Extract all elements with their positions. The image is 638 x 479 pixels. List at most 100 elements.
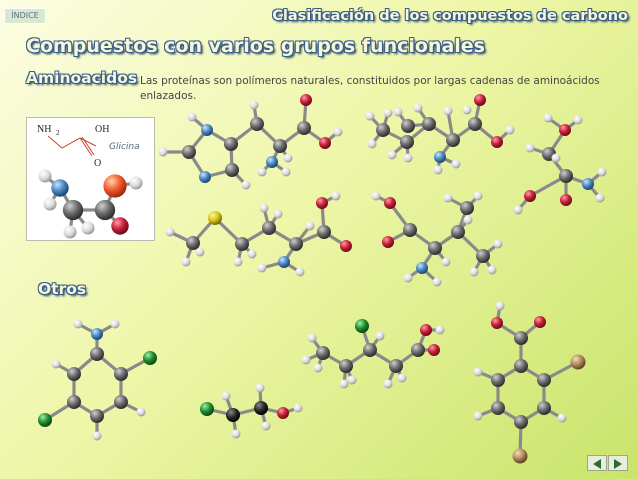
hydrogen-atom — [81, 221, 95, 235]
formula-oh: OH — [95, 124, 109, 135]
hydrogen-atom — [375, 331, 385, 341]
hydrogen-atom — [181, 257, 191, 267]
nitrogen-atom — [91, 328, 103, 340]
hydrogen-atom — [255, 383, 265, 393]
oxygen-atom — [111, 217, 129, 235]
carbon-atom — [446, 133, 460, 147]
hydrogen-atom — [397, 373, 407, 383]
hydrogen-atom — [43, 197, 57, 211]
hydrogen-atom — [463, 215, 473, 225]
carbon-atom — [182, 145, 196, 159]
carbon-atom — [67, 395, 81, 409]
hydrogen-atom — [525, 143, 535, 153]
hydrogen-atom — [473, 367, 483, 377]
chlorine-atom — [143, 351, 157, 365]
oxygen-atom — [428, 344, 440, 356]
hydrogen-atom — [331, 191, 341, 201]
carbon-atom — [316, 346, 330, 360]
hydrogen-atom — [367, 139, 377, 149]
next-button[interactable] — [608, 455, 628, 471]
hydrogen-atom — [597, 167, 607, 177]
hydrogen-atom — [261, 421, 271, 431]
chlorine-atom — [38, 413, 52, 427]
hydrogen-atom — [129, 176, 143, 190]
carbon-atom — [403, 223, 417, 237]
oxygen-atom — [384, 197, 396, 209]
hydrogen-atom — [233, 257, 243, 267]
oxygen-atom — [316, 197, 328, 209]
carbon-atom — [254, 401, 268, 415]
hydrogen-atom — [371, 191, 381, 201]
hydrogen-atom — [241, 180, 251, 190]
oxygen-atom — [420, 324, 432, 336]
oxygen-atom — [300, 94, 312, 106]
carbon-atom — [90, 409, 104, 423]
hydrogen-atom — [257, 167, 267, 177]
hydrogen-atom — [283, 153, 293, 163]
carbon-atom — [224, 137, 238, 151]
hydrogen-atom — [339, 379, 349, 389]
carbon-atom — [559, 169, 573, 183]
carbon-atom — [297, 121, 311, 135]
hydrogen-atom — [365, 111, 375, 121]
hydrogen-atom — [257, 263, 267, 273]
atom-spheres — [38, 94, 607, 464]
hydrogen-atom — [551, 153, 561, 163]
hydrogen-atom — [513, 205, 523, 215]
hydrogen-atom — [557, 413, 567, 423]
hydrogen-atom — [433, 165, 443, 175]
hydrogen-atom — [293, 403, 303, 413]
carbon-atom — [273, 139, 287, 153]
oxygen-atom — [559, 124, 571, 136]
hydrogen-atom — [441, 257, 451, 267]
oxygen-atom — [491, 317, 503, 329]
formula-nh2: NH — [37, 124, 51, 135]
carbon-atom — [491, 373, 505, 387]
carbon-atom — [514, 359, 528, 373]
carbon-atom — [514, 331, 528, 345]
hydrogen-atom — [387, 150, 397, 160]
hydrogen-atom — [307, 333, 317, 343]
carbon-atom — [289, 237, 303, 251]
carbon-atom — [514, 415, 528, 429]
hydrogen-atom — [473, 191, 483, 201]
previous-button[interactable] — [587, 455, 607, 471]
formula-nh2-subscript: 2 — [56, 129, 60, 137]
carbon-atom — [339, 359, 353, 373]
hydrogen-atom — [505, 125, 515, 135]
oxygen-atom — [319, 137, 331, 149]
oxygen-atom — [103, 174, 127, 198]
oxygen-atom — [491, 136, 503, 148]
nitrogen-atom — [278, 256, 290, 268]
hydrogen-atom — [165, 227, 175, 237]
hydrogen-atom — [383, 108, 393, 118]
nitrogen-atom — [434, 151, 446, 163]
carbon-atom — [317, 225, 331, 239]
hydrogen-atom — [435, 325, 445, 335]
hydrogen-atom — [451, 159, 461, 169]
carbon-atom — [363, 343, 377, 357]
nitrogen-atom — [51, 179, 69, 197]
hydrogen-atom — [158, 147, 168, 157]
carbon-atom — [94, 199, 116, 221]
bromine-atom — [512, 448, 528, 464]
hydrogen-atom — [443, 193, 453, 203]
carbon-atom — [235, 237, 249, 251]
hydrogen-atom — [313, 363, 323, 373]
hydrogen-atom — [231, 429, 241, 439]
carbon-atom — [451, 225, 465, 239]
hydrogen-atom — [543, 113, 553, 123]
hydrogen-atom — [403, 153, 413, 163]
index-button[interactable]: ÍNDICE — [4, 8, 46, 24]
hydrogen-atom — [347, 375, 357, 385]
hydrogen-atom — [487, 265, 497, 275]
aminoacids-heading: Aminoacidos — [26, 69, 138, 87]
hydrogen-atom — [195, 247, 205, 257]
bromine-atom — [570, 354, 586, 370]
oxygen-atom — [524, 190, 536, 202]
oxygen-atom — [474, 94, 486, 106]
hydrogen-atom — [136, 407, 146, 417]
hydrogen-atom — [573, 115, 583, 125]
